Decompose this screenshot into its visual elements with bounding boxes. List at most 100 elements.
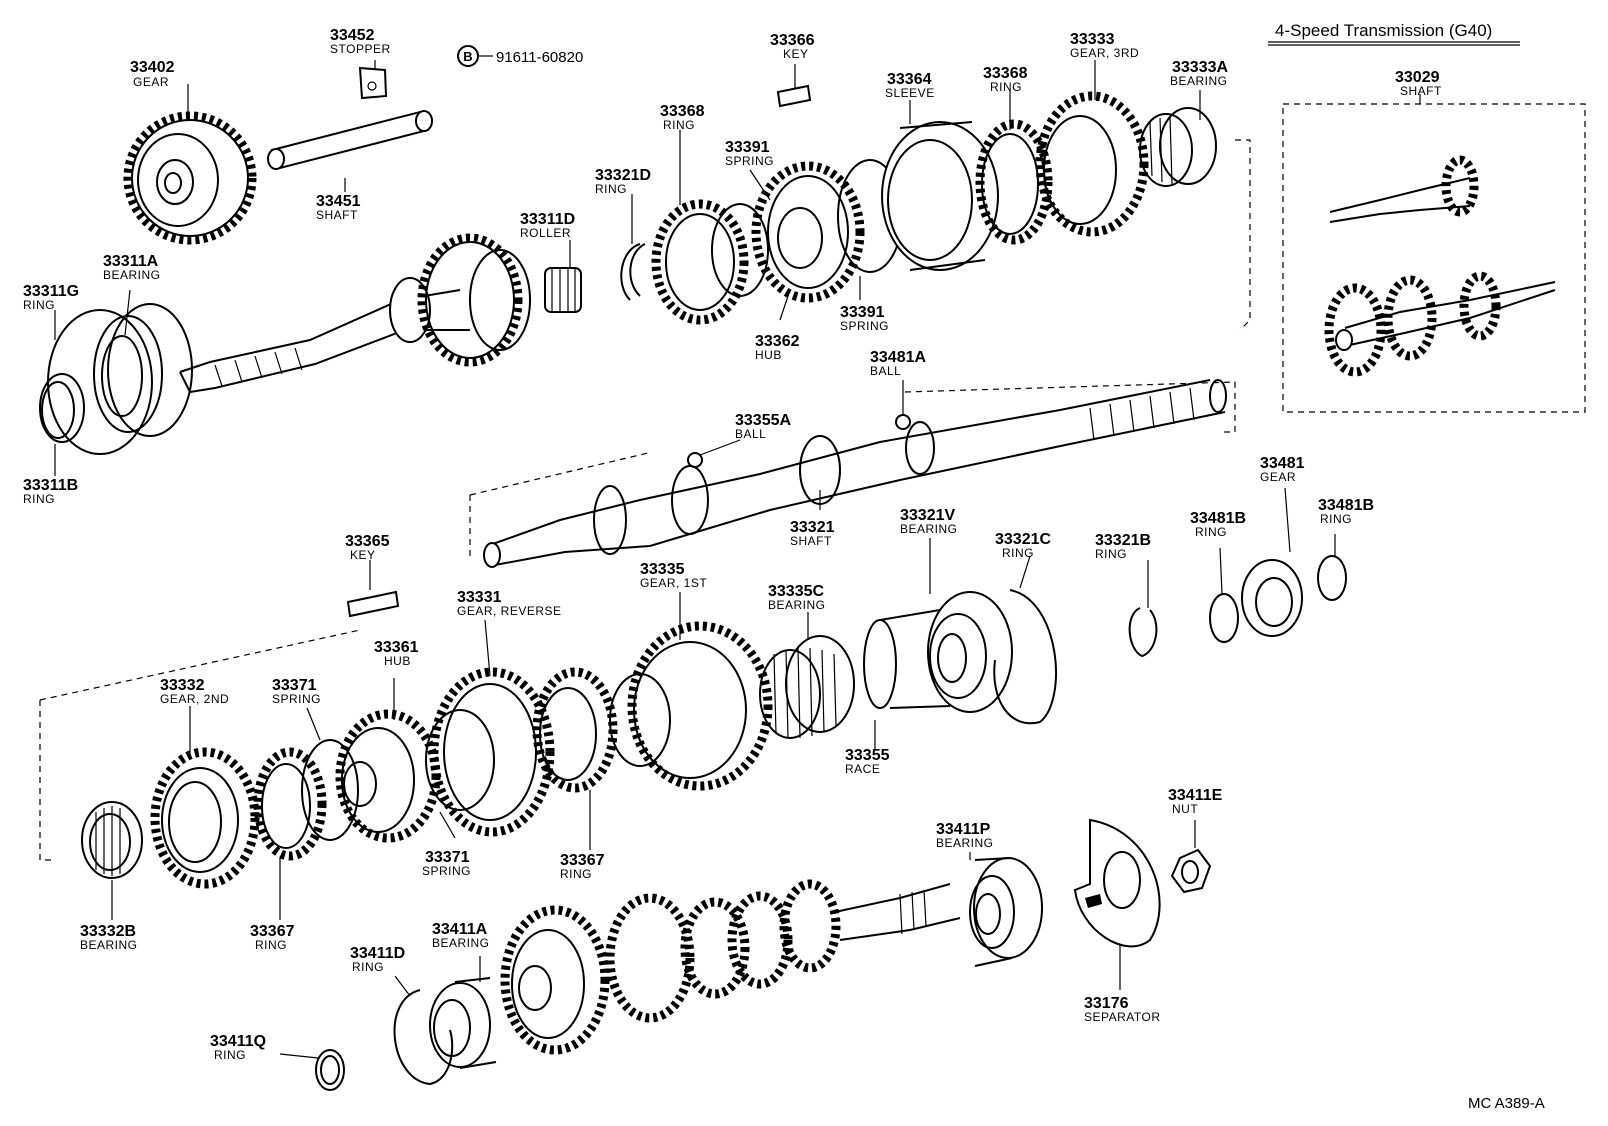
part-name: RING	[1095, 547, 1127, 561]
part-number: 33366	[770, 32, 815, 49]
synchro-1st-2nd-drawing	[81, 621, 773, 889]
bearing-33411A-drawing	[315, 977, 497, 1091]
part-drawings	[39, 66, 1556, 1091]
input-shaft-drawing	[179, 233, 531, 393]
part-number: 33355	[845, 747, 890, 764]
leader-lines	[39, 41, 1586, 1059]
part-number: 33311G	[23, 283, 79, 300]
part-name: ROLLER	[520, 226, 571, 240]
part-number: 33311D	[520, 211, 575, 228]
separator-33176-drawing	[1073, 818, 1161, 948]
part-number: 33355A	[735, 412, 791, 429]
part-name: HUB	[384, 654, 411, 668]
part-name: SPRING	[725, 154, 774, 168]
part-number: 33391	[840, 304, 885, 321]
part-name: HUB	[755, 348, 782, 362]
bearing-33335C-drawing	[759, 635, 855, 739]
part-number: 33321B	[1095, 532, 1151, 549]
part-name: RING	[595, 182, 627, 196]
part-name: GEAR	[133, 75, 169, 89]
part-name: RING	[990, 80, 1022, 94]
part-number: 33481B	[1190, 510, 1246, 527]
part-name: BALL	[735, 427, 766, 441]
part-number: 33176	[1084, 995, 1129, 1012]
part-number: 33331	[457, 589, 502, 606]
part-number: 33311B	[23, 477, 78, 494]
part-number: 33481A	[870, 349, 926, 366]
drawing-code: MC A389-A	[1468, 1095, 1545, 1112]
part-name: BEARING	[432, 936, 490, 950]
diagram-header: 4-Speed Transmission (G40) MC A389-A	[1275, 21, 1545, 1112]
part-name: SPRING	[422, 864, 471, 878]
part-name: GEAR, REVERSE	[457, 604, 562, 618]
gear-33402-drawing	[123, 111, 257, 245]
part-number: 33411A	[432, 921, 488, 938]
part-number: 33335	[640, 561, 685, 578]
part-name: SHAFT	[1400, 84, 1442, 98]
output-shaft-33321-drawing	[483, 379, 1227, 568]
part-number: 33481B	[1318, 497, 1374, 514]
ball-33481A-drawing	[895, 414, 911, 430]
part-name: BEARING	[936, 836, 994, 850]
bolt-part-number: 91611-60820	[496, 49, 583, 66]
part-name: KEY	[783, 47, 809, 61]
part-number: 33311A	[103, 253, 159, 270]
part-name: BEARING	[80, 938, 138, 952]
part-name: BEARING	[768, 598, 826, 612]
part-name: SLEEVE	[885, 86, 935, 100]
part-name: KEY	[350, 548, 376, 562]
part-name: RING	[1195, 525, 1227, 539]
part-number: 33332	[160, 677, 205, 694]
bolt-symbol-circle	[457, 45, 479, 67]
shaft-33451-drawing	[267, 110, 433, 170]
part-name: RACE	[845, 762, 880, 776]
roller-33311D-drawing	[544, 267, 582, 313]
part-name: BEARING	[900, 522, 958, 536]
